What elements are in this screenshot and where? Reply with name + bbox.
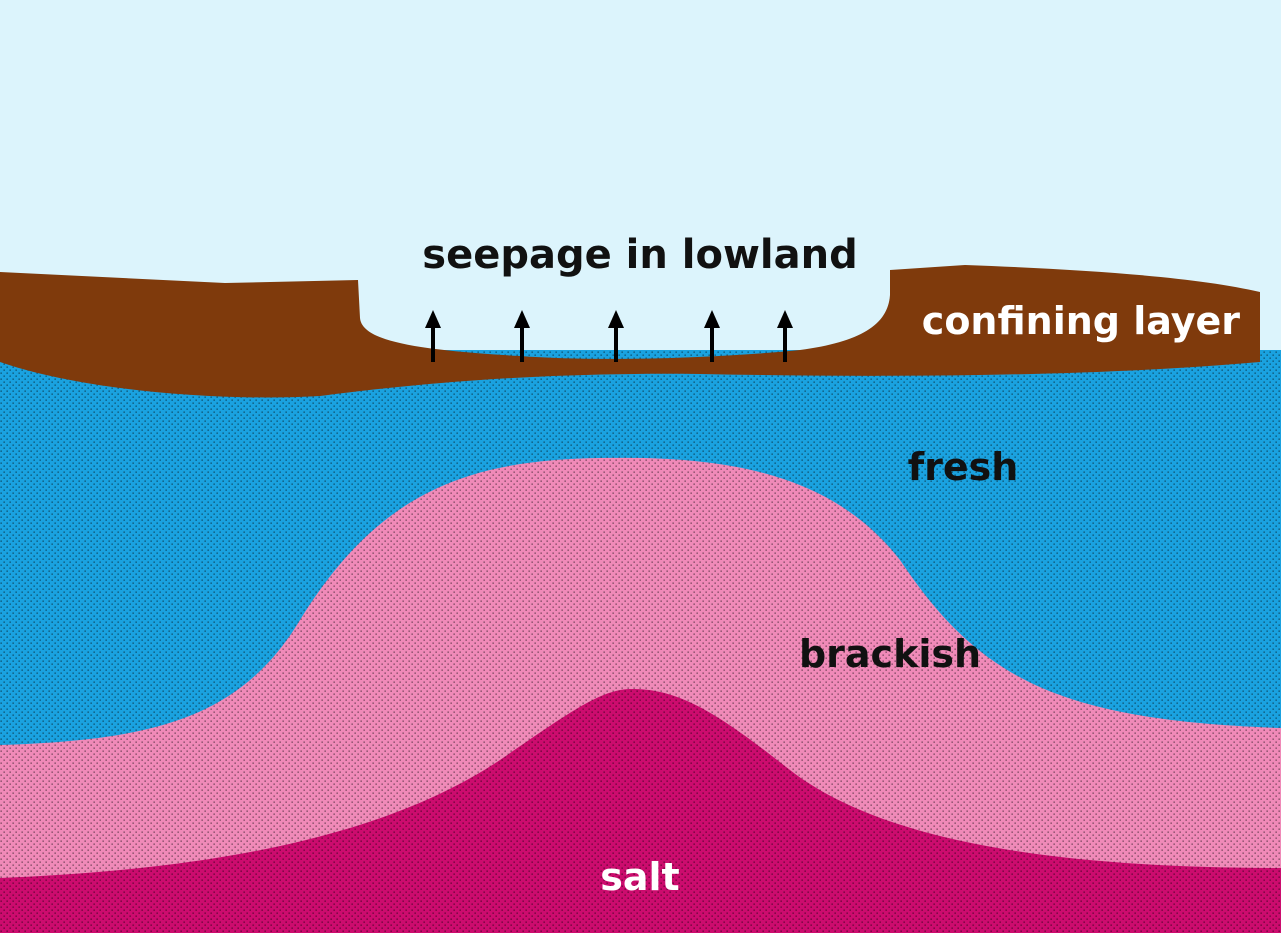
seepage-arrow-2 [514,310,530,362]
confining-layer [0,265,1260,398]
seepage-arrow-5 [777,310,793,362]
salt-label: salt [600,855,679,899]
seepage-arrow-3 [608,310,624,362]
confining-layer-label: confining layer [922,299,1240,343]
brackish-label: brackish [799,632,981,676]
salt-water-zone [0,688,1281,933]
seepage-label: seepage in lowland [422,232,857,278]
seepage-arrow-4 [704,310,720,362]
seepage-arrows [425,310,793,362]
seepage-arrow-1 [425,310,441,362]
fresh-label: fresh [908,445,1019,489]
